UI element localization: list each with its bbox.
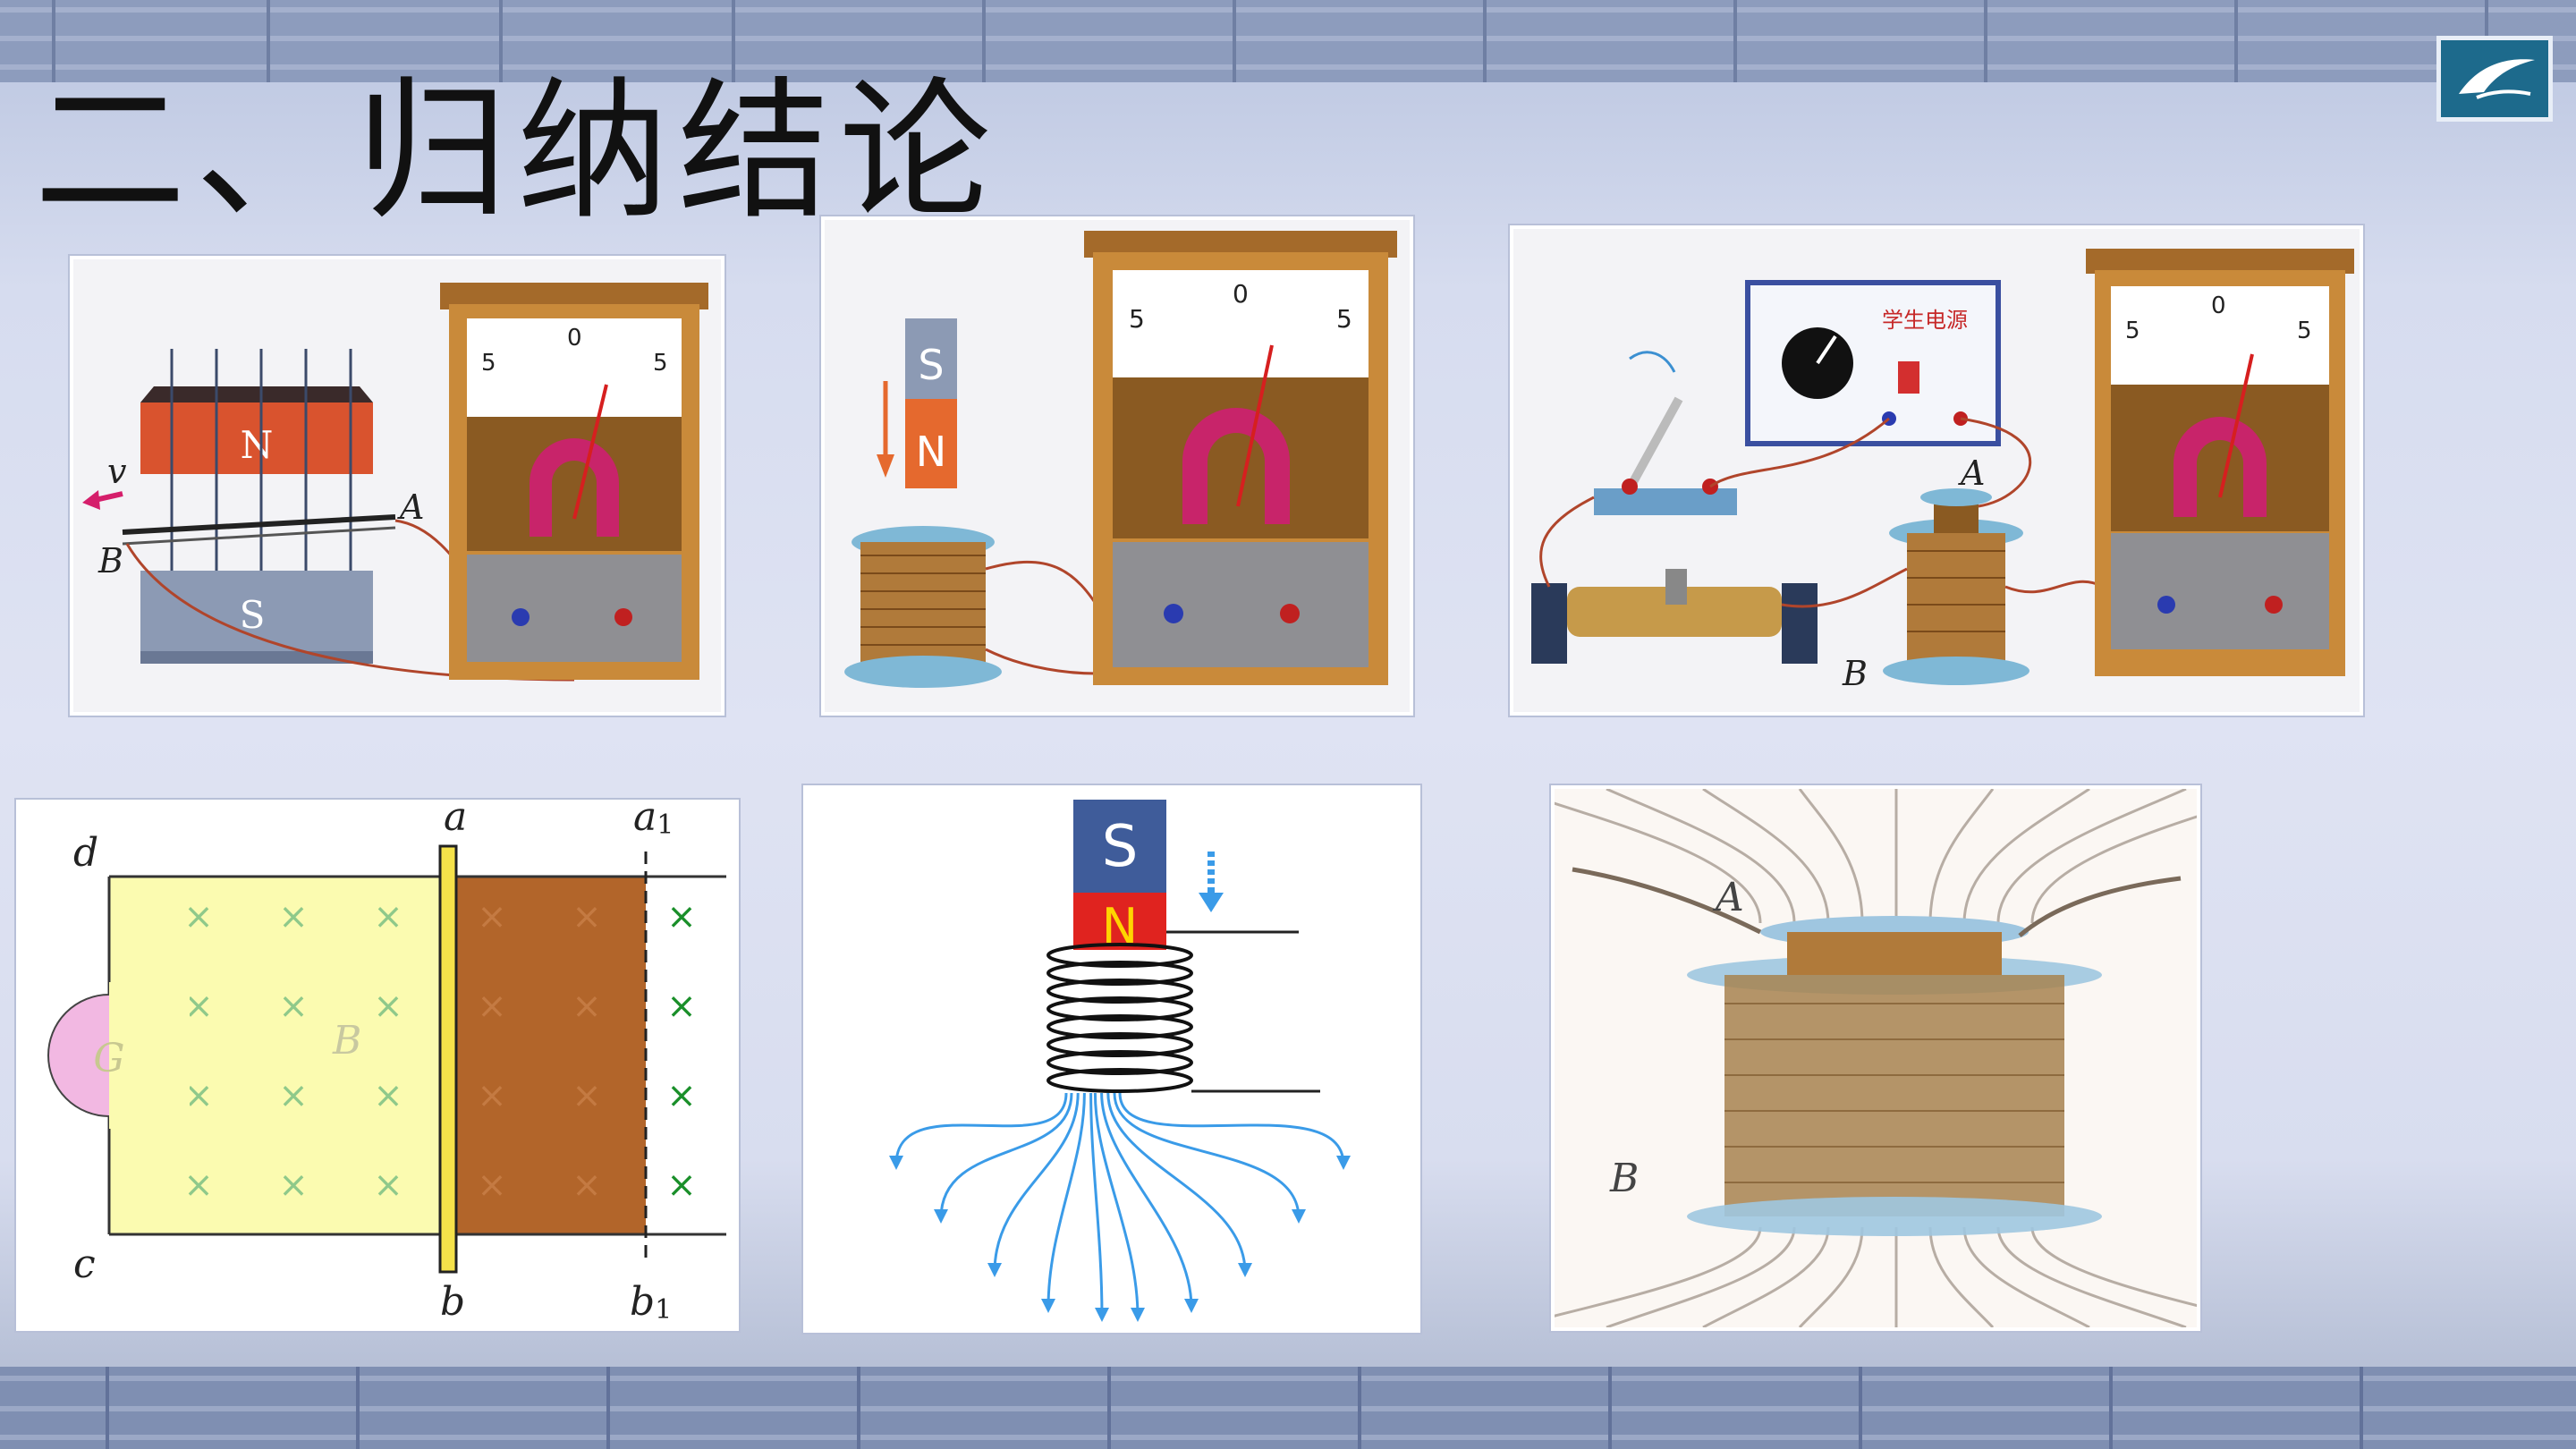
crosses-right: × × × × bbox=[666, 896, 697, 1206]
cross-mark: × bbox=[477, 896, 507, 937]
power-supply: 学生电源 bbox=[1745, 280, 2001, 446]
figure-magnet-solenoid-field: S N bbox=[803, 785, 1420, 1333]
magnet-n-label: N bbox=[241, 423, 274, 467]
meter-scale-right: 5 bbox=[2297, 318, 2312, 344]
galvanometer-3: 5 0 5 bbox=[2086, 249, 2354, 676]
galvanometer-1: 5 0 5 bbox=[440, 283, 708, 680]
cross-mark: × bbox=[373, 1075, 403, 1116]
magnet-n-label: N bbox=[916, 428, 946, 476]
velocity-arrow: v bbox=[82, 452, 127, 510]
cross-mark: × bbox=[278, 986, 309, 1027]
coil-a-label: A bbox=[1958, 453, 1985, 493]
cross-mark: × bbox=[477, 1165, 507, 1206]
cross-mark: × bbox=[183, 896, 214, 937]
meter-scale-right: 5 bbox=[1336, 304, 1352, 334]
rod-ab bbox=[438, 844, 458, 1274]
cross-mark: × bbox=[572, 1165, 602, 1206]
coil-field-lines bbox=[1555, 789, 2197, 1327]
cross-mark: × bbox=[572, 986, 602, 1027]
rod-top-a-label: a bbox=[444, 803, 467, 840]
bottom-decor-band bbox=[0, 1367, 2576, 1449]
corner-c-label: c bbox=[73, 1241, 96, 1287]
bar-magnet-vertical: S N bbox=[905, 318, 957, 488]
cross-mark: × bbox=[666, 986, 697, 1027]
meter-scale-left: 5 bbox=[481, 350, 496, 377]
dashed-top-a1-label: a1 bbox=[633, 803, 674, 841]
rod-end-b-label: B bbox=[97, 541, 123, 580]
logo-icon[interactable] bbox=[2436, 36, 2553, 122]
cross-mark: × bbox=[183, 1165, 214, 1206]
dashed-bottom-b1-label: b1 bbox=[630, 1279, 672, 1326]
cross-mark: × bbox=[666, 1075, 697, 1116]
cross-mark: × bbox=[278, 1075, 309, 1116]
coil-b-label: B bbox=[1842, 654, 1868, 693]
field-b-label: B bbox=[332, 1018, 361, 1063]
rod-bottom-b-label: b bbox=[440, 1279, 465, 1325]
cross-mark: × bbox=[373, 896, 403, 937]
coil-b-label: B bbox=[1609, 1156, 1639, 1201]
meter-scale-center: 0 bbox=[567, 325, 582, 352]
meter-scale-center: 0 bbox=[1233, 279, 1249, 309]
galvanometer-2: 5 0 5 bbox=[1084, 231, 1397, 685]
rod-end-a-label: A bbox=[397, 487, 424, 527]
figure-rod-in-magnet: N S v A B bbox=[70, 256, 724, 716]
coil-b bbox=[1883, 488, 2029, 685]
magnetic-field-lines bbox=[889, 1092, 1351, 1322]
figure-sliding-rod-rails: ×××××××××××× ×××××××× ×××× G B d c a b a… bbox=[16, 800, 739, 1331]
down-arrow-icon bbox=[1199, 852, 1224, 912]
power-supply-label: 学生电源 bbox=[1882, 308, 1968, 333]
swept-area-brown bbox=[456, 877, 646, 1234]
magnet-s-label: S bbox=[918, 341, 944, 389]
inner-coil-a bbox=[1760, 916, 2029, 975]
top-decor-band bbox=[0, 0, 2576, 82]
crosses-brown: × × × × × × × × bbox=[477, 896, 602, 1206]
cross-mark: × bbox=[572, 896, 602, 937]
switch bbox=[1594, 396, 1737, 515]
solenoid-coil bbox=[1046, 943, 1193, 1093]
magnet-s-label: S bbox=[1102, 814, 1139, 880]
corner-d-label: d bbox=[73, 830, 98, 876]
conductor-rod bbox=[122, 514, 396, 546]
cross-mark: × bbox=[666, 1165, 697, 1206]
cross-mark: × bbox=[373, 1165, 403, 1206]
meter-scale-center: 0 bbox=[2211, 292, 2226, 319]
figure-magnet-coil: S N 5 0 5 bbox=[821, 216, 1413, 716]
cross-mark: × bbox=[572, 1075, 602, 1116]
magnet-top-block: N bbox=[140, 386, 373, 474]
cross-mark: × bbox=[278, 1165, 309, 1206]
figure-coil-a-in-b: A B bbox=[1551, 785, 2200, 1331]
cross-mark: × bbox=[477, 1075, 507, 1116]
cross-mark: × bbox=[373, 986, 403, 1027]
magnet-s-label: S bbox=[240, 593, 266, 637]
meter-scale-left: 5 bbox=[1129, 304, 1145, 334]
meter-scale-left: 5 bbox=[2125, 318, 2140, 344]
meter-scale-right: 5 bbox=[653, 350, 668, 377]
coil-spool bbox=[844, 526, 1002, 688]
coil-a-label: A bbox=[1712, 875, 1744, 920]
down-arrow bbox=[877, 381, 894, 478]
galvanometer-label: G bbox=[93, 1036, 124, 1081]
galvanometer-g: G bbox=[47, 982, 190, 1129]
cross-mark: × bbox=[477, 986, 507, 1027]
rheostat bbox=[1531, 569, 1818, 664]
velocity-label: v bbox=[107, 452, 127, 491]
cross-mark: × bbox=[666, 896, 697, 937]
bar-magnet-small: S N bbox=[1073, 800, 1166, 954]
slide-title: 二、归纳结论 bbox=[34, 64, 1001, 241]
figure-two-coils-circuit: 学生电源 bbox=[1510, 225, 2363, 716]
outer-coil-b bbox=[1687, 955, 2102, 1236]
cross-mark: × bbox=[278, 896, 309, 937]
magnet-bottom-block: S bbox=[140, 571, 373, 664]
